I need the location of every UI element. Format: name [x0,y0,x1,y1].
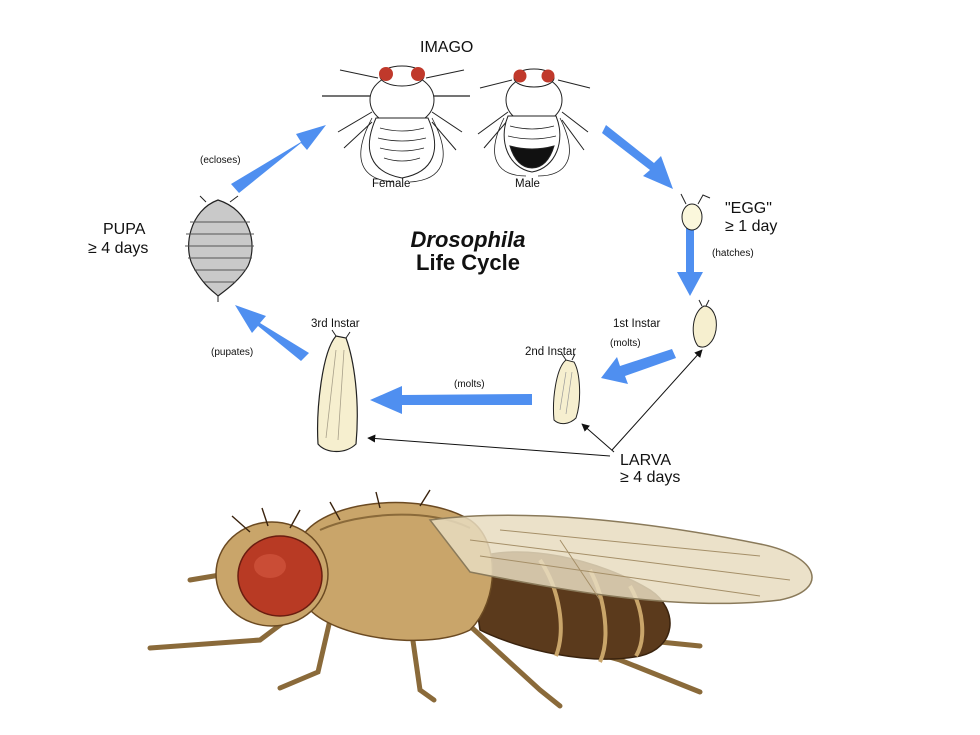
label-2nd-instar: 2nd Instar [525,346,577,358]
label-pupa: PUPA [103,221,146,238]
pointer-to-3rd-instar [367,434,611,457]
pointer-to-1st-instar [611,349,703,451]
female-fly-icon [322,65,470,183]
arrow-2nd-to-3rd-instar [370,386,532,414]
label-3rd-instar: 3rd Instar [311,318,360,330]
label-egg-duration: ≥ 1 day [725,218,778,235]
adult-fly-illustration [147,489,813,709]
male-fly-icon [477,68,591,177]
pupa-icon [185,195,254,302]
larva-2nd-instar-icon [553,353,581,425]
cycle-arrows [231,125,703,414]
title-life-cycle: Life Cycle [416,250,520,276]
label-female: Female [372,178,411,190]
egg-icon [680,193,711,231]
diagram-title: Drosophila Life Cycle [370,228,566,274]
pointer-to-2nd-instar [581,423,615,453]
label-pupa-duration: ≥ 4 days [88,240,149,257]
larva-3rd-instar-icon [317,329,358,453]
title-drosophila: Drosophila [410,227,526,252]
arrow-pupa-to-imago [231,125,326,193]
arrow-imago-to-egg [602,125,673,189]
larva-1st-instar-icon [692,299,717,348]
label-ecloses: (ecloses) [200,155,241,166]
label-larva: LARVA [620,452,671,469]
arrow-1st-to-2nd-instar [601,349,676,384]
label-imago: IMAGO [420,39,474,56]
label-larva-duration: ≥ 4 days [620,469,681,486]
label-molts-2: (molts) [454,379,485,390]
label-male: Male [515,178,540,190]
label-pupates: (pupates) [211,347,254,358]
arrow-3rd-instar-to-pupa [235,305,309,361]
larva-pointer-lines [367,349,703,457]
label-1st-instar: 1st Instar [613,318,661,330]
label-egg: "EGG" [725,200,772,217]
arrow-egg-to-1st-instar [677,228,703,296]
label-hatches: (hatches) [712,248,754,259]
label-molts-1: (molts) [610,338,641,349]
